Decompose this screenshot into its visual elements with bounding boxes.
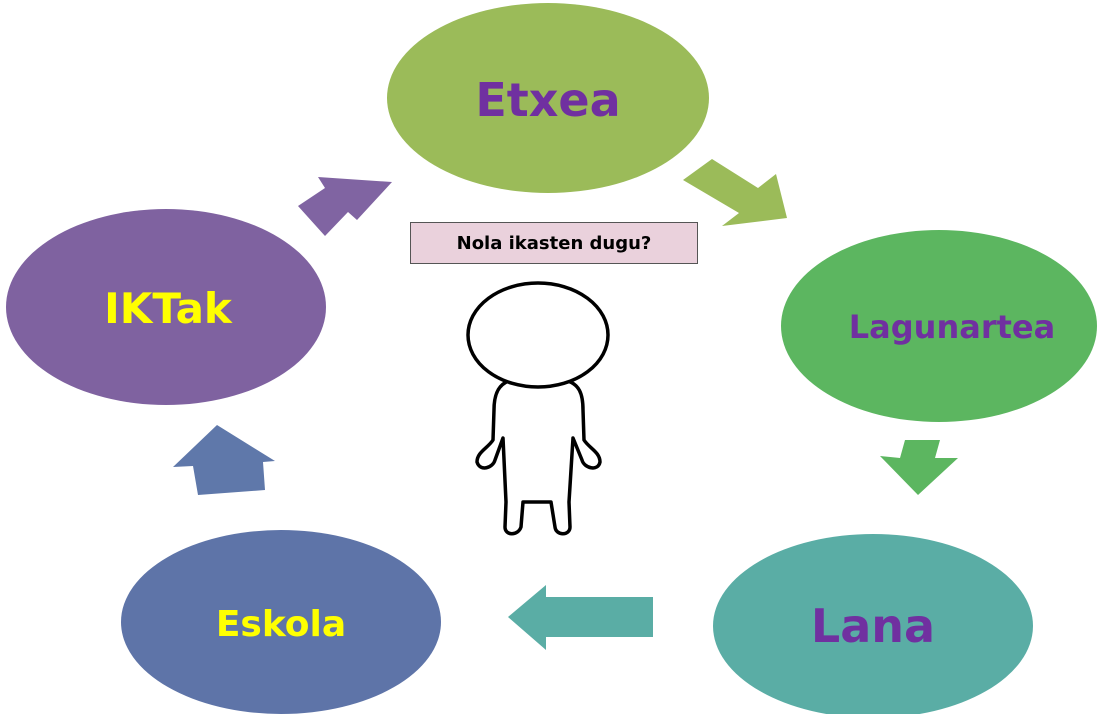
question-text: Nola ikasten dugu? xyxy=(456,232,652,254)
node-eskola-label: Eskola xyxy=(216,604,346,645)
node-etxea xyxy=(387,3,709,193)
node-etxea-label: Etxea xyxy=(475,73,620,127)
question-box: Nola ikasten dugu? xyxy=(410,222,698,264)
node-lana-label: Lana xyxy=(811,599,935,653)
node-eskola xyxy=(121,530,441,714)
arrow-etxea-to-lagunartea xyxy=(683,159,787,226)
arrow-lana-to-eskola xyxy=(508,585,653,650)
node-iktak xyxy=(6,209,326,405)
node-lana xyxy=(713,534,1033,714)
person-outline-icon xyxy=(466,281,610,536)
arrow-lagunartea-to-lana xyxy=(880,440,958,495)
node-iktak-label: IKTak xyxy=(104,284,233,333)
arrow-eskola-to-iktak xyxy=(173,425,275,495)
node-lagunartea xyxy=(781,230,1097,422)
arrow-iktak-to-etxea xyxy=(298,177,392,236)
node-lagunartea-label: Lagunartea xyxy=(849,308,1055,346)
